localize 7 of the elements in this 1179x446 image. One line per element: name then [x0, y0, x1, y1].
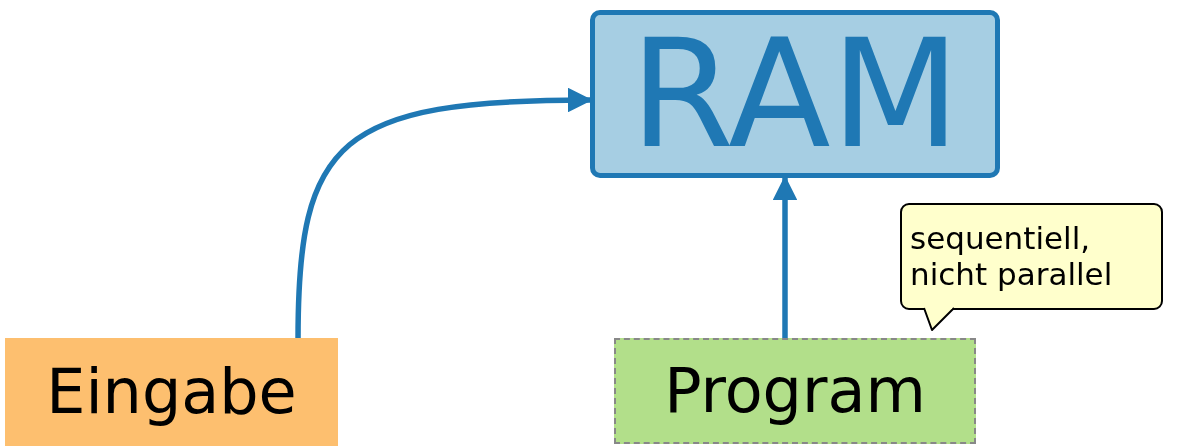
- program-box: [614, 338, 976, 444]
- bubble-text: sequentiell, nicht parallel: [910, 220, 1114, 293]
- memory-box: [590, 10, 1000, 178]
- box-label: Program: [664, 355, 926, 427]
- box-label: Eingabe: [46, 356, 297, 428]
- input-box: [5, 338, 338, 446]
- box-label: RAM: [629, 19, 961, 169]
